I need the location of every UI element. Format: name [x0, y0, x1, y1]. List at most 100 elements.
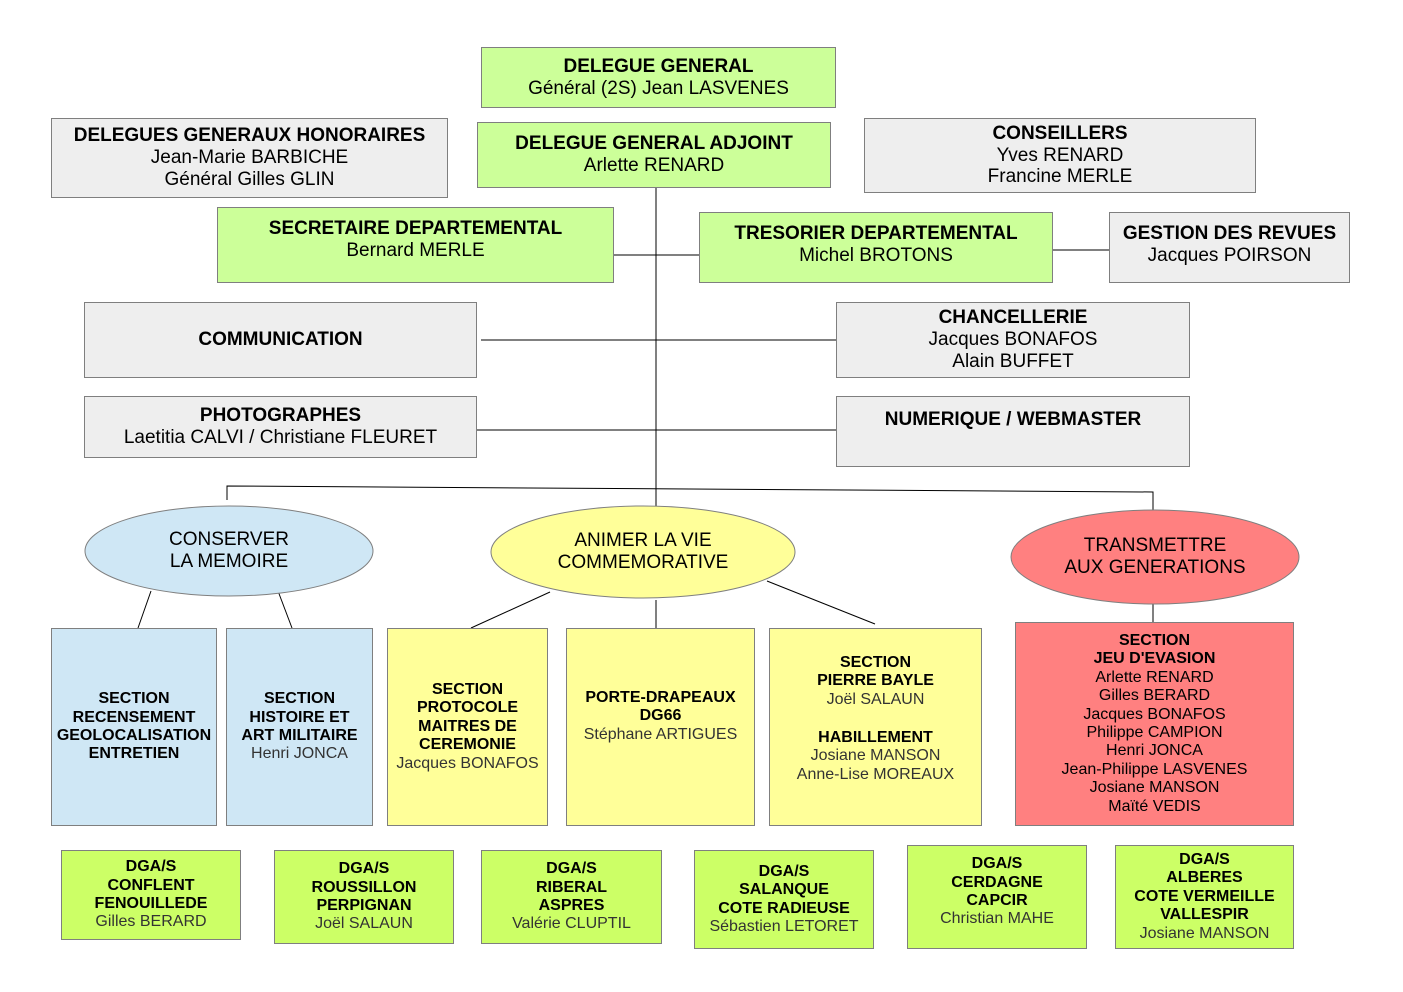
- section-title-line: RECENSEMENT: [72, 708, 196, 726]
- dgas-title-line: ALBERES: [1166, 869, 1243, 887]
- box-section-histoire: SECTION HISTOIRE ET ART MILITAIRE Henri …: [226, 628, 373, 826]
- box-dgas-riberal: DGA/S RIBERAL ASPRES Valérie CLUPTIL: [481, 850, 662, 944]
- section-title-line: JEU D'EVASION: [1093, 650, 1216, 668]
- gestion-revues-title: GESTION DES REVUES: [1122, 222, 1337, 244]
- section-member: Joël SALAUN: [826, 690, 925, 708]
- connector-memoire-recensement: [137, 590, 152, 629]
- box-section-recensement: SECTION RECENSEMENT GEOLOCALISATION ENTR…: [51, 628, 217, 826]
- section-member: Henri JONCA: [251, 745, 348, 763]
- section-title-line: SECTION: [431, 681, 504, 699]
- tresorier-name: Michel BROTONS: [799, 244, 953, 266]
- dgas-title-line: SALANQUE: [739, 881, 829, 899]
- section-title-line: PROTOCOLE: [416, 699, 519, 717]
- section-member: Jacques BONAFOS: [1083, 705, 1226, 723]
- gestion-revues-name: Jacques POIRSON: [1147, 244, 1312, 266]
- connector-commemorative-pierre-bayle: [766, 580, 876, 625]
- mission-label-memoire: CONSERVER LA MEMOIRE: [85, 506, 373, 596]
- numerique-title: NUMERIQUE / WEBMASTER: [884, 409, 1142, 430]
- box-tresorier: TRESORIER DEPARTEMENTAL Michel BROTONS: [699, 212, 1053, 283]
- section-member: Anne-Lise MOREAUX: [796, 765, 955, 783]
- section-member: Gilles BERARD: [1098, 687, 1211, 705]
- section-title-line: SECTION: [263, 690, 336, 708]
- section-member: Philippe CAMPION: [1086, 724, 1223, 741]
- dgas-name: Sébastien LETORET: [709, 917, 859, 935]
- conseillers-name: Francine MERLE: [987, 166, 1133, 188]
- box-dgas-salanque: DGA/S SALANQUE COTE RADIEUSE Sébastien L…: [694, 850, 874, 949]
- dgas-name: Joël SALAUN: [315, 915, 413, 933]
- section-member: Arlette RENARD: [1095, 668, 1214, 686]
- box-section-pierre-bayle: SECTION PIERRE BAYLE Joël SALAUN HABILLE…: [769, 628, 982, 826]
- chancellerie-title: CHANCELLERIE: [938, 307, 1088, 329]
- dgas-title-line: CAPCIR: [966, 892, 1028, 909]
- dgas-title-line: ROUSSILLON: [311, 878, 417, 896]
- box-section-protocole: SECTION PROTOCOLE MAITRES DE CEREMONIE J…: [387, 628, 548, 826]
- dgas-name: Christian MAHE: [940, 910, 1054, 928]
- mission-line: TRANSMETTRE: [1083, 534, 1227, 556]
- secretaire-title: SECRETAIRE DEPARTEMENTAL: [268, 218, 563, 240]
- delegue-general-title: DELEGUE GENERAL: [563, 55, 754, 77]
- communication-title: COMMUNICATION: [198, 329, 363, 351]
- dgas-title-line: CONFLENT: [107, 876, 195, 894]
- section-title-line: ART MILITAIRE: [241, 727, 358, 744]
- secretaire-name: Bernard MERLE: [346, 240, 485, 261]
- dgas-title-line: COTE RADIEUSE: [718, 899, 850, 917]
- connector-commemorative-protocole: [470, 591, 551, 629]
- mission-line: AUX GENERATIONS: [1064, 557, 1246, 578]
- dgas-title-line: PERPIGNAN: [316, 897, 412, 914]
- tresorier-title: TRESORIER DEPARTEMENTAL: [734, 222, 1018, 244]
- dgas-title-line: RIBERAL: [535, 878, 608, 896]
- box-delegue-general: DELEGUE GENERAL Général (2S) Jean LASVEN…: [481, 47, 836, 108]
- delegue-general-name: Général (2S) Jean LASVENES: [528, 77, 789, 99]
- section-subtitle: HABILLEMENT: [818, 729, 933, 746]
- dgas-name: Valérie CLUPTIL: [512, 915, 631, 933]
- section-title-line: CEREMONIE: [419, 736, 516, 754]
- dgas-title-line: COTE VERMEILLE: [1134, 887, 1275, 905]
- section-title-line: GEOLOCALISATION: [56, 727, 212, 744]
- connector-memoire-histoire: [277, 590, 293, 629]
- dgas-name: Josiane MANSON: [1139, 924, 1270, 942]
- conseillers-title: CONSEILLERS: [992, 122, 1128, 144]
- box-delegues-honoraires: DELEGUES GENERAUX HONORAIRES Jean-Marie …: [51, 118, 448, 198]
- delegue-general-adjoint-title: DELEGUE GENERAL ADJOINT: [515, 133, 793, 155]
- dgas-title-line: CERDAGNE: [951, 873, 1043, 891]
- dgas-title-line: DGA/S: [758, 862, 810, 880]
- photographes-title: PHOTOGRAPHES: [199, 405, 362, 427]
- dgas-title-line: DGA/S: [125, 858, 177, 876]
- section-title-line: ENTRETIEN: [88, 745, 180, 763]
- box-secretaire: SECRETAIRE DEPARTEMENTAL Bernard MERLE: [217, 207, 614, 283]
- mission-line: ANIMER LA VIE: [574, 529, 712, 551]
- section-title-line: HISTOIRE ET: [249, 708, 350, 726]
- box-gestion-revues: GESTION DES REVUES Jacques POIRSON: [1109, 212, 1350, 283]
- mission-line: LA MEMOIRE: [169, 551, 289, 572]
- section-title-line: SECTION: [98, 690, 170, 708]
- dgas-title-line: ASPRES: [538, 897, 605, 914]
- box-conseillers: CONSEILLERS Yves RENARD Francine MERLE: [864, 118, 1256, 193]
- section-title-line: DG66: [639, 707, 682, 725]
- box-dgas-roussillon: DGA/S ROUSSILLON PERPIGNAN Joël SALAUN: [274, 850, 454, 944]
- mission-label-commemorative: ANIMER LA VIE COMMEMORATIVE: [491, 506, 795, 598]
- delegues-honoraires-title: DELEGUES GENERAUX HONORAIRES: [73, 125, 426, 147]
- section-title-line: PORTE-DRAPEAUX: [585, 689, 736, 706]
- dgas-name: Gilles BERARD: [95, 913, 207, 931]
- chancellerie-name: Jacques BONAFOS: [928, 329, 1098, 351]
- box-dgas-conflent: DGA/S CONFLENT FENOUILLEDE Gilles BERARD: [61, 850, 241, 940]
- mission-ellipse-commemorative: [490, 505, 796, 599]
- box-delegue-general-adjoint: DELEGUE GENERAL ADJOINT Arlette RENARD: [477, 122, 831, 188]
- section-member: Maïté VEDIS: [1108, 797, 1201, 815]
- dgas-title-line: VALLESPIR: [1160, 906, 1249, 924]
- connector-missions-bar: [226, 485, 1154, 515]
- dgas-title-line: DGA/S: [338, 860, 390, 878]
- mission-ellipse-memoire: [84, 505, 374, 597]
- box-communication: COMMUNICATION: [84, 302, 477, 378]
- section-title-line: PIERRE BAYLE: [817, 672, 934, 690]
- delegues-honoraires-name: Jean-Marie BARBICHE: [150, 147, 349, 169]
- box-dgas-cerdagne: DGA/S CERDAGNE CAPCIR Christian MAHE: [907, 845, 1087, 949]
- delegues-honoraires-name: Général Gilles GLIN: [164, 168, 335, 190]
- dgas-title-line: DGA/S: [1179, 851, 1230, 869]
- box-photographes: PHOTOGRAPHES Laetitia CALVI / Christiane…: [84, 396, 477, 458]
- mission-line: CONSERVER: [168, 528, 289, 550]
- dgas-title-line: DGA/S: [546, 860, 597, 878]
- section-title-line: SECTION: [1118, 632, 1191, 650]
- box-chancellerie: CHANCELLERIE Jacques BONAFOS Alain BUFFE…: [836, 302, 1190, 378]
